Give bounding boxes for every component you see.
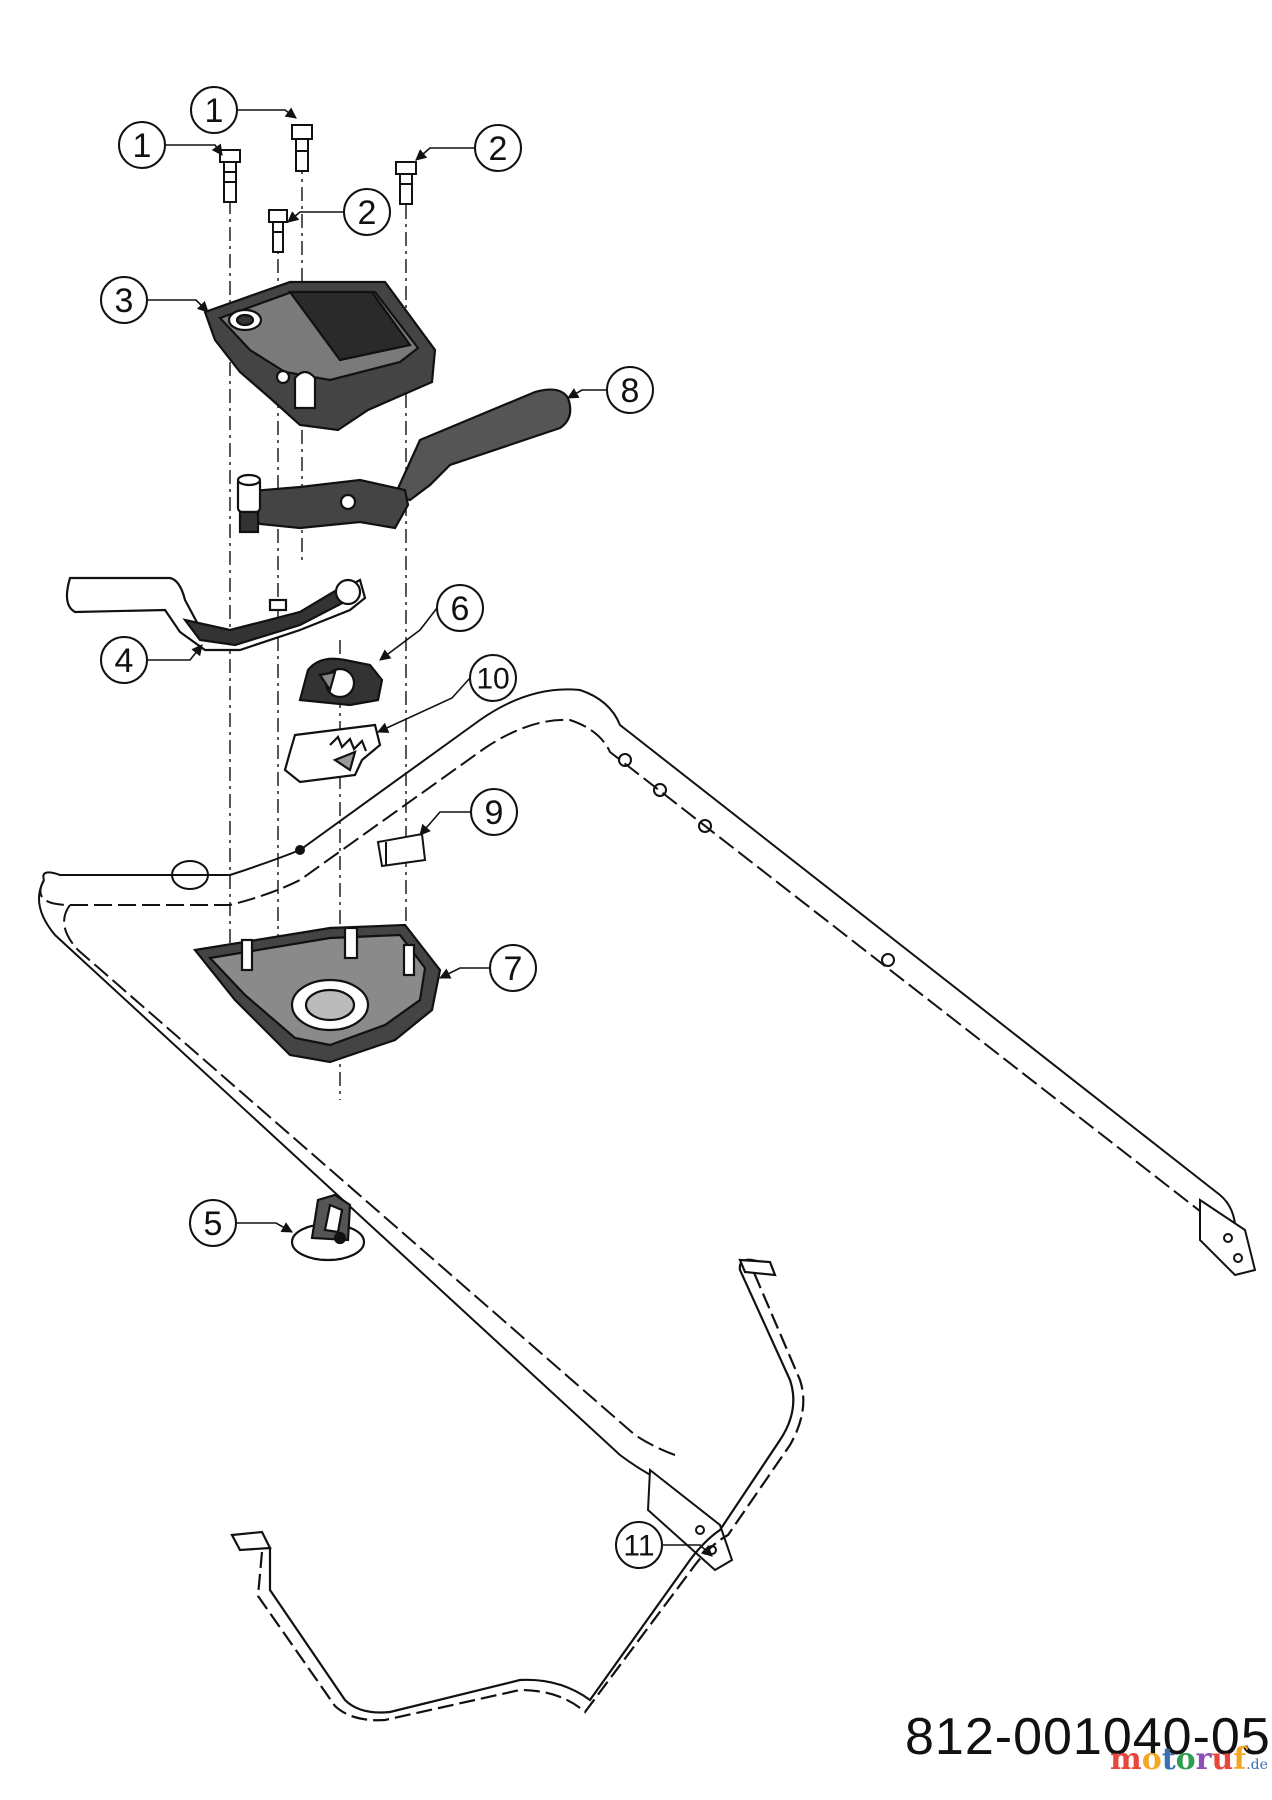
- watermark-letter: m: [1110, 1742, 1142, 1777]
- callout-label-5: 5: [204, 1205, 223, 1243]
- callout-1b: [190, 86, 238, 134]
- callout-3: [100, 276, 148, 324]
- watermark-logo: motoruf.de: [1110, 1742, 1268, 1777]
- callout-label-4: 4: [115, 642, 134, 680]
- callout-6: [436, 584, 484, 632]
- callout-1a: [118, 121, 166, 169]
- callout-10: [469, 654, 517, 702]
- callout-2a: [474, 124, 522, 172]
- cam-part-6: [298, 657, 384, 707]
- watermark-letter: o: [1175, 1742, 1196, 1777]
- callout-label-1b: 1: [205, 92, 224, 130]
- callout-label-1a: 1: [133, 127, 152, 165]
- callout-label-9: 9: [485, 794, 504, 832]
- callout-circles: [100, 86, 663, 1569]
- rod-part-11: [230, 1258, 805, 1722]
- bolt-icon: [219, 124, 417, 253]
- callout-5: [189, 1199, 237, 1247]
- callout-labels: 1 1 2 2 3 8 4 6 10 9 7 5 11: [115, 92, 655, 1563]
- callout-4: [100, 636, 148, 684]
- watermark-letter: r: [1195, 1742, 1212, 1777]
- callout-2b: [343, 188, 391, 236]
- cover-part-3: [203, 280, 437, 432]
- callout-label-2a: 2: [489, 130, 508, 168]
- callout-label-6: 6: [451, 590, 470, 628]
- clip-part-9: [376, 832, 427, 868]
- drawing-number: 812-001040-05: [905, 1708, 1271, 1766]
- callout-8: [606, 366, 654, 414]
- watermark-letter: u: [1211, 1742, 1234, 1777]
- watermark-suffix: .de: [1246, 1757, 1268, 1773]
- arrow-icon: [148, 107, 713, 1557]
- callout-label-7: 7: [504, 950, 523, 988]
- lever-part-4: [65, 576, 367, 652]
- callout-label-11: 11: [623, 1530, 654, 1563]
- callout-7: [489, 944, 537, 992]
- callout-label-2b: 2: [358, 194, 377, 232]
- watermark-text: motoruf: [1110, 1742, 1246, 1777]
- callout-11: [615, 1521, 663, 1569]
- lever-part-8: [236, 388, 572, 534]
- watermark-letter: t: [1161, 1742, 1176, 1777]
- watermark-letter: f: [1233, 1742, 1247, 1777]
- callout-label-3: 3: [115, 282, 134, 320]
- knob-part-5: [290, 1193, 366, 1262]
- handle-bar: [37, 688, 1257, 1572]
- watermark-letter: o: [1141, 1742, 1162, 1777]
- callout-9: [470, 788, 518, 836]
- base-part-7: [192, 923, 442, 1064]
- callout-label-10: 10: [476, 663, 509, 696]
- ratchet-part-10: [283, 723, 382, 784]
- callout-label-8: 8: [621, 372, 640, 410]
